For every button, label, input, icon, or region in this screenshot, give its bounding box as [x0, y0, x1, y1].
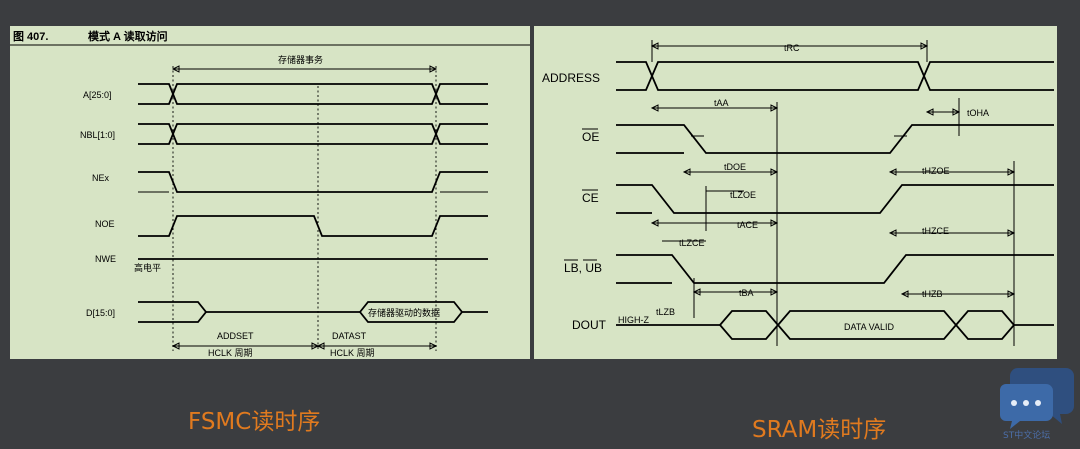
toha-label: tOHA: [967, 108, 989, 118]
tba-label: tBA: [739, 288, 754, 298]
nwe-level-label: 高电平: [134, 262, 161, 273]
signal-lbub-wave: [616, 254, 1054, 284]
signal-nwe-label: NWE: [95, 254, 116, 264]
signal-nbl-label: NBL[1:0]: [80, 130, 115, 140]
signal-dout-label: DOUT: [572, 318, 607, 332]
signal-ce-wave: [616, 184, 1054, 214]
thzce-label: tHZCE: [922, 226, 949, 236]
signal-data-wave-valid: [358, 301, 488, 323]
chat-bubble-icon: [1000, 368, 1074, 429]
signal-data-label: D[15:0]: [86, 308, 115, 318]
tlzoe-label: tLZOE: [730, 190, 756, 200]
tace-label: tACE: [737, 220, 758, 230]
signal-address-label: ADDRESS: [542, 71, 600, 85]
signal-a-label: A[25:0]: [83, 90, 112, 100]
signal-nex-label: NEx: [92, 173, 110, 183]
thzb-label: tHZB: [922, 289, 943, 299]
signal-noe-wave: [138, 215, 488, 237]
fsmc-timing-svg: 图 407. 模式 A 读取访问 存储器事务 A[25:0] NBL[1:0] …: [10, 29, 530, 358]
datast-label: DATAST: [332, 331, 367, 341]
datast-unit-label: HCLK 周期: [330, 348, 375, 358]
figure-number: 图 407.: [13, 30, 48, 43]
signal-a-wave: [138, 83, 488, 105]
fsmc-timing-diagram: 图 407. 模式 A 读取访问 存储器事务 A[25:0] NBL[1:0] …: [10, 26, 530, 359]
data-driven-label: 存储器驱动的数据: [368, 307, 440, 318]
data-valid-label: DATA VALID: [844, 322, 895, 332]
thzoe-label: tHZOE: [922, 166, 950, 176]
tlzce-label: tLZCE: [679, 238, 705, 248]
tdoe-label: tDOE: [724, 162, 746, 172]
trc-label: tRC: [784, 43, 800, 53]
sram-timing-svg: tRC ADDRESS tAA tOHA OE tDOE tHZOE CE: [542, 40, 1054, 346]
sram-caption: SRAM读时序: [752, 417, 887, 443]
taa-label: tAA: [714, 98, 729, 108]
fsmc-caption: FSMC读时序: [188, 409, 321, 435]
sram-timing-diagram: tRC ADDRESS tAA tOHA OE tDOE tHZOE CE: [534, 26, 1057, 359]
addset-unit-label: HCLK 周期: [208, 348, 253, 358]
signal-lbub-label: LB, UB: [564, 261, 602, 275]
memory-transaction-label: 存储器事务: [278, 54, 323, 65]
signal-oe-wave: [616, 124, 1054, 154]
signal-dout-transition-2: [954, 310, 1016, 340]
figure-title: 模式 A 读取访问: [88, 29, 168, 43]
signal-noe-label: NOE: [95, 219, 115, 229]
signal-dout-transition-1: [718, 310, 780, 340]
signal-nbl-wave: [138, 123, 488, 145]
signal-oe-label: OE: [582, 130, 599, 144]
signal-data-wave-left: [138, 301, 208, 323]
tlzb-label: tLZB: [656, 307, 675, 317]
signal-ce-label: CE: [582, 191, 599, 205]
signal-address-wave: [616, 61, 1054, 91]
high-z-label: HIGH-Z: [618, 315, 649, 325]
signal-nex-wave: [138, 171, 488, 193]
watermark-text: ST中文论坛: [1003, 431, 1051, 441]
addset-label: ADDSET: [217, 331, 254, 341]
